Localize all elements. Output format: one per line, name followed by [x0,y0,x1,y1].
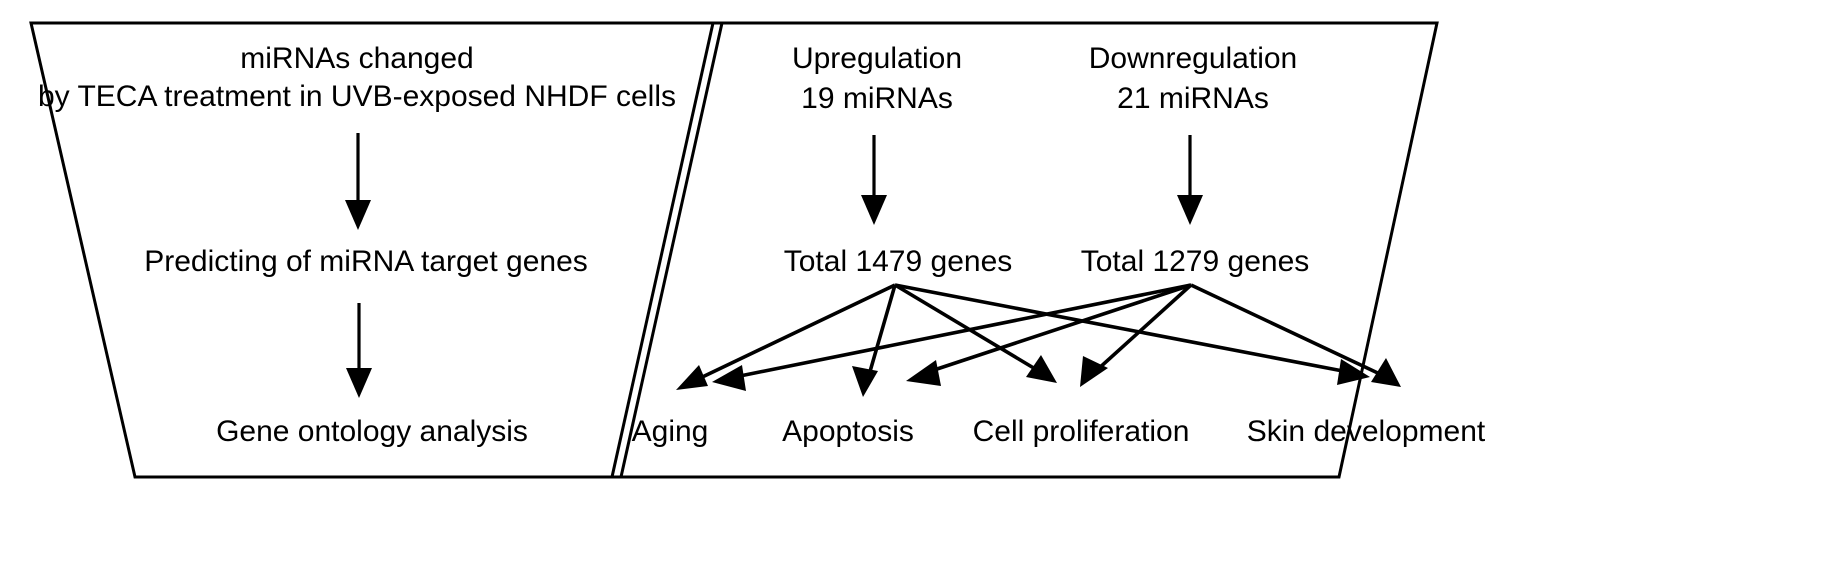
fan-up-to-cell-proliferation-shaft [894,283,1038,372]
outcome-label-aging: Aging [632,415,709,448]
left-flow-arrow-1-head [345,200,371,230]
left-step1-line2: by TECA treatment in UVB-exposed NHDF ce… [38,80,676,113]
fan-up-to-aging-head [676,365,708,390]
fan-down-to-aging-shaft [734,283,1192,379]
outcome-label-apoptosis: Apoptosis [782,415,914,448]
upregulation-heading: Upregulation [792,42,962,75]
fan-down-to-apoptosis-head [906,360,941,386]
downregulation-total-genes: Total 1279 genes [1081,245,1310,278]
fan-down-to-cell-proliferation-head [1080,356,1108,387]
outcome-label-cell-proliferation: Cell proliferation [973,415,1190,448]
upregulation-flow-arrow-head [861,195,887,225]
fan-up-to-skin-development-shaft [894,283,1349,374]
fan-down-to-aging-head [712,365,746,391]
upregulation-total-genes: Total 1479 genes [784,245,1013,278]
panel-divider-right-line [619,22,724,478]
left-step2-label: Predicting of miRNA target genes [144,245,588,278]
outcome-label-skin-development: Skin development [1247,415,1486,448]
left-flow-arrow-2-head [346,368,372,398]
fan-down-to-cell-proliferation-shaft [1095,283,1193,372]
downregulation-flow-arrow-head [1177,195,1203,225]
downregulation-heading: Downregulation [1089,42,1297,75]
upregulation-count: 19 miRNAs [801,82,953,115]
fan-up-to-apoptosis-head [852,366,878,397]
fan-up-to-skin-development-head [1337,359,1370,385]
left-step1-line1: miRNAs changed [240,42,473,75]
left-step3-label: Gene ontology analysis [216,415,528,448]
fan-down-to-skin-development-shaft [1190,283,1383,377]
fan-up-to-cell-proliferation-head [1026,355,1057,383]
fan-down-to-skin-development-head [1371,358,1401,387]
fan-up-to-aging-shaft [693,283,896,383]
fan-up-to-apoptosis-shaft [867,284,897,376]
panel-divider-left-line [610,22,715,478]
downregulation-count: 21 miRNAs [1117,82,1269,115]
fan-down-to-apoptosis-shaft [927,283,1192,374]
